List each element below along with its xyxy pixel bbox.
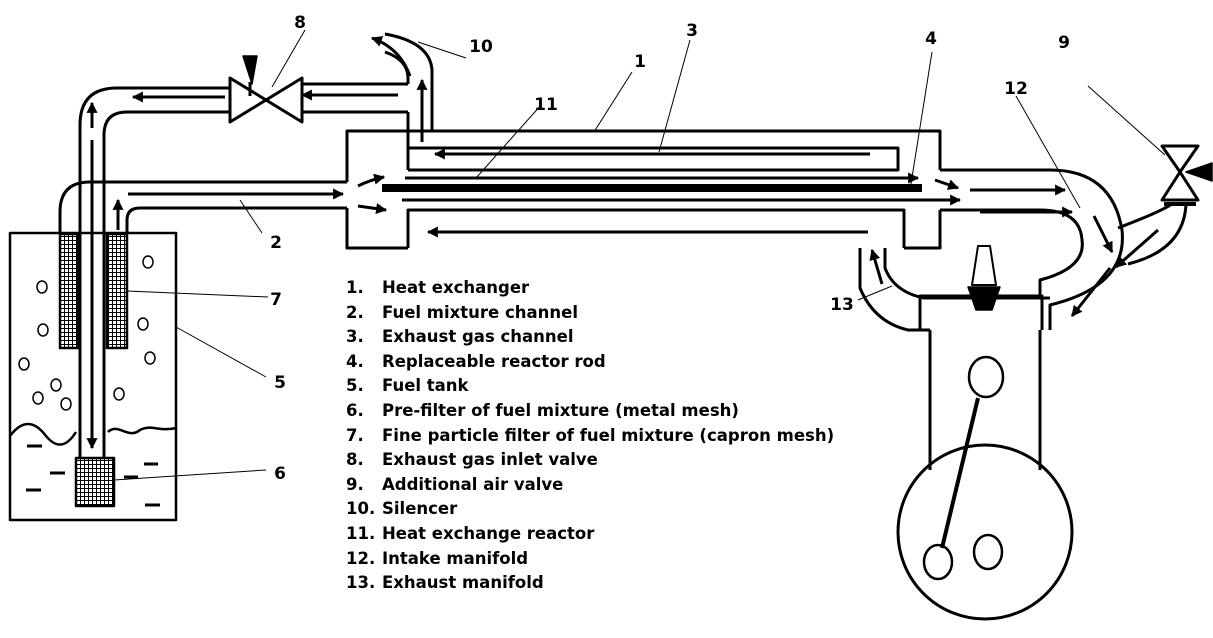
legend-text: Fuel mixture channel (382, 302, 578, 322)
additional-air-valve (1160, 144, 1213, 206)
legend-number: 5. (346, 376, 364, 396)
legend-item: 6. Pre-filter of fuel mixture (metal mesh… (346, 399, 834, 424)
legend-item: 7. Fine particle filter of fuel mixture (… (346, 424, 834, 449)
flow-arrows (86, 36, 1159, 450)
legend-text: Fine particle filter of fuel mixture (ca… (382, 425, 835, 445)
callout-4: 4 (925, 29, 937, 49)
callout-3: 3 (686, 21, 698, 41)
legend-number: 10. (346, 499, 376, 519)
legend-text: Exhaust manifold (382, 573, 544, 593)
legend-text: Intake manifold (382, 548, 529, 568)
legend-item: 5. Fuel tank (346, 374, 834, 399)
legend-item: 3. Exhaust gas channel (346, 325, 834, 350)
callout-1: 1 (634, 52, 646, 72)
callout-7: 7 (270, 290, 282, 310)
legend-text: Exhaust gas inlet valve (382, 450, 598, 470)
legend-number: 6. (346, 400, 364, 420)
legend: 1. Heat exchanger 2. Fuel mixture channel 3.… (346, 276, 834, 596)
legend-item: 8. Exhaust gas inlet valve (346, 448, 834, 473)
legend-text: Additional air valve (382, 474, 564, 494)
legend-number: 2. (346, 302, 364, 322)
legend-text: Fuel tank (382, 376, 469, 396)
legend-text: Heat exchanger (382, 278, 530, 297)
callout-2: 2 (270, 233, 282, 253)
legend-item: 12. Intake manifold (346, 547, 834, 572)
callout-6: 6 (274, 464, 286, 484)
legend-item: 10. Silencer (346, 497, 834, 522)
legend-number: 3. (346, 327, 364, 347)
callout-11: 11 (534, 95, 558, 115)
legend-text: Heat exchange reactor (382, 523, 595, 543)
legend-number: 13. (346, 573, 376, 593)
legend-item: 4. Replaceable reactor rod (346, 350, 834, 375)
leader-lines (113, 29, 1166, 481)
legend-number: 12. (346, 548, 376, 568)
callout-8: 8 (294, 13, 306, 33)
legend-item: 11. Heat exchange reactor (346, 522, 834, 547)
exhaust-return-pipe (78, 86, 230, 458)
legend-number: 8. (346, 450, 364, 470)
callout-12: 12 (1004, 79, 1028, 99)
exhaust-gas-inlet-valve (228, 55, 304, 124)
legend-number: 11. (346, 523, 376, 543)
callout-10: 10 (469, 37, 493, 57)
legend-text: Replaceable reactor rod (382, 351, 606, 371)
legend-item: 2. Fuel mixture channel (346, 301, 834, 326)
legend-item: 9. Additional air valve (346, 473, 834, 498)
callout-9: 9 (1058, 33, 1070, 53)
legend-number: 4. (346, 351, 364, 371)
legend-number: 1. (346, 278, 364, 297)
fuel-supply-pipe (58, 180, 347, 233)
legend-number: 9. (346, 474, 364, 494)
legend-item: 1. Heat exchanger (346, 276, 834, 301)
legend-item: 13. Exhaust manifold (346, 571, 834, 596)
exhaust-link-pipe (302, 82, 408, 114)
exhaust-manifold (858, 248, 1050, 332)
fine-particle-filter (58, 232, 129, 350)
legend-number: 7. (346, 425, 364, 445)
legend-text: Pre-filter of fuel mixture (metal mesh) (382, 400, 739, 420)
engine (896, 245, 1074, 621)
liquid-dashes (26, 444, 160, 507)
heat-exchanger (345, 129, 942, 250)
pre-filter (74, 456, 116, 508)
legend-text: Exhaust gas channel (382, 327, 574, 347)
reactor-rod (382, 184, 922, 192)
bubbles (18, 255, 156, 411)
callout-13: 13 (830, 295, 854, 315)
legend-text: Silencer (382, 499, 458, 519)
callout-5: 5 (274, 373, 286, 393)
